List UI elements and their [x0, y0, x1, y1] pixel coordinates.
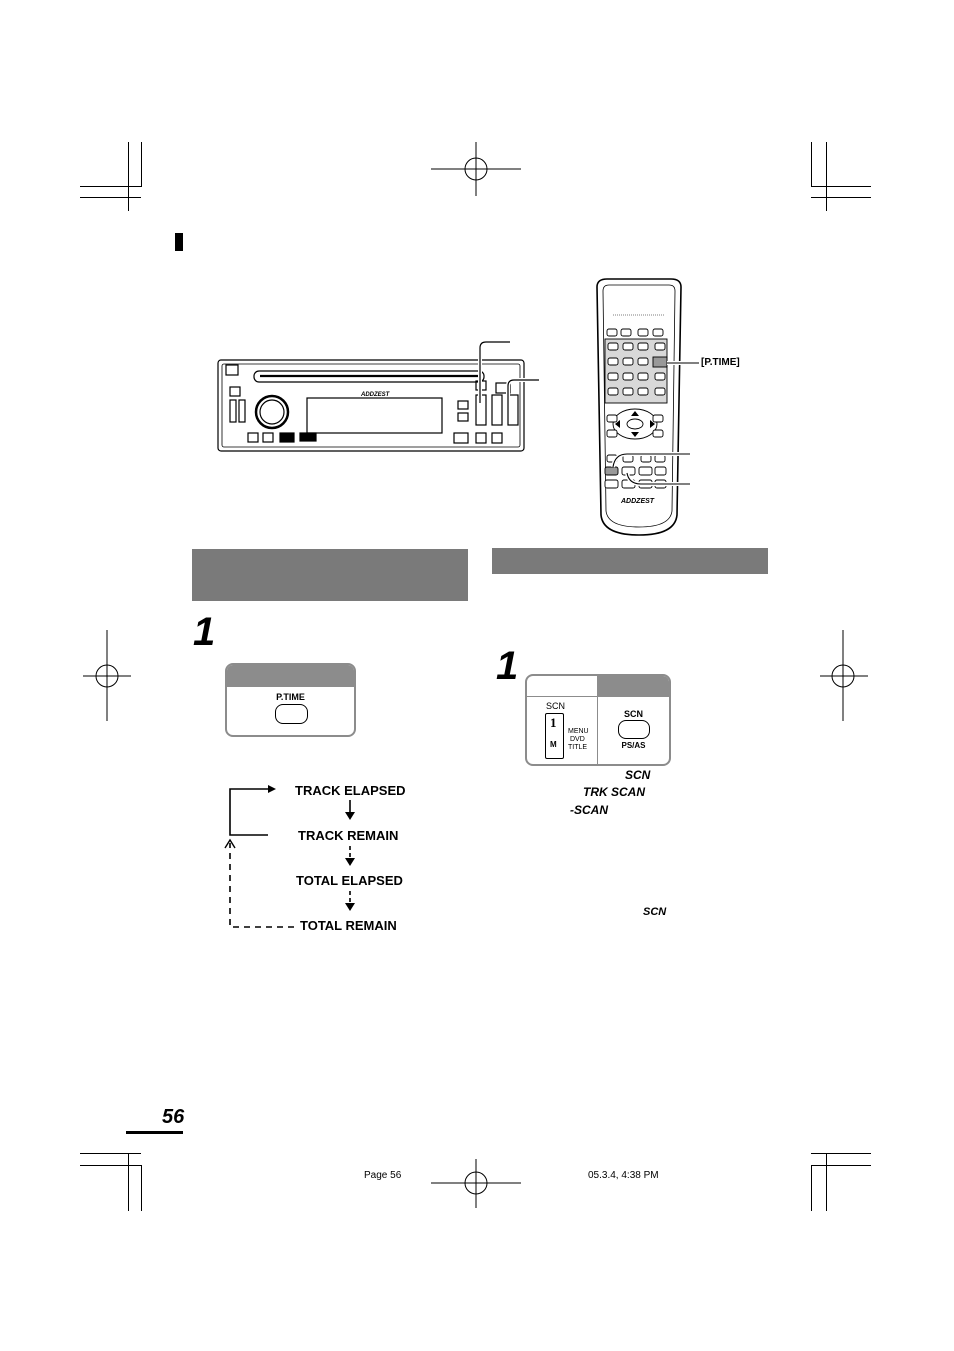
mode-track-remain: TRACK REMAIN [298, 828, 399, 843]
scan-button-panel: SCN 1 M MENU DVD TITLE SCN PS/AS [525, 674, 671, 766]
text-scn-2: SCN [643, 906, 667, 918]
left-step-number: 1 [193, 610, 216, 654]
scan-panel-column-divider [597, 676, 598, 764]
mode-total-remain: TOTAL REMAIN [300, 918, 397, 933]
unit-menu-label: MENU [568, 728, 589, 735]
right-section-heading-band [492, 548, 768, 574]
ptime-callout-label: [P.TIME] [701, 357, 740, 368]
footer-timestamp: 05.3.4, 4:38 PM [588, 1170, 659, 1181]
text-scan: -SCAN [570, 803, 608, 817]
section-marker [175, 233, 183, 251]
scan-panel-header-remote [598, 676, 669, 696]
mode-track-elapsed: TRACK ELAPSED [295, 783, 406, 798]
ptime-panel-header [227, 665, 354, 687]
remote-scn-button[interactable] [618, 720, 650, 739]
remote-scn-label: SCN [623, 709, 643, 719]
scan-panel-header-divider [527, 696, 669, 697]
ptime-button-panel: P.TIME [225, 663, 356, 737]
head-unit-illustration: ADDZEST [217, 340, 539, 452]
text-trk-scan: TRK SCAN [583, 785, 645, 799]
right-step-number: 1 [496, 644, 519, 688]
ptime-button[interactable] [275, 704, 308, 724]
page-number-rule [126, 1131, 183, 1134]
text-scn: SCN [625, 768, 651, 782]
remote-psas-label: PS/AS [621, 741, 646, 750]
unit-key-number: 1 [550, 715, 557, 730]
page-number: 56 [162, 1106, 185, 1128]
unit-dvd-label: DVD [570, 736, 585, 743]
unit-key-sub: M [550, 740, 557, 749]
footer-page-label: Page 56 [364, 1170, 402, 1181]
remote-brand: ADDZEST [620, 498, 655, 505]
display-mode-cycle-diagram [224, 785, 355, 928]
ptime-button-label: P.TIME [276, 692, 305, 702]
unit-scn-label: SCN [546, 701, 566, 711]
unit-title-label: TITLE [568, 744, 588, 751]
remote-control-illustration: ADDZEST [596, 278, 699, 536]
mode-total-elapsed: TOTAL ELAPSED [296, 873, 403, 888]
unit-preset-1-key[interactable]: 1 M [545, 713, 564, 759]
left-section-heading-band [192, 549, 468, 601]
unit-brand: ADDZEST [360, 392, 391, 398]
